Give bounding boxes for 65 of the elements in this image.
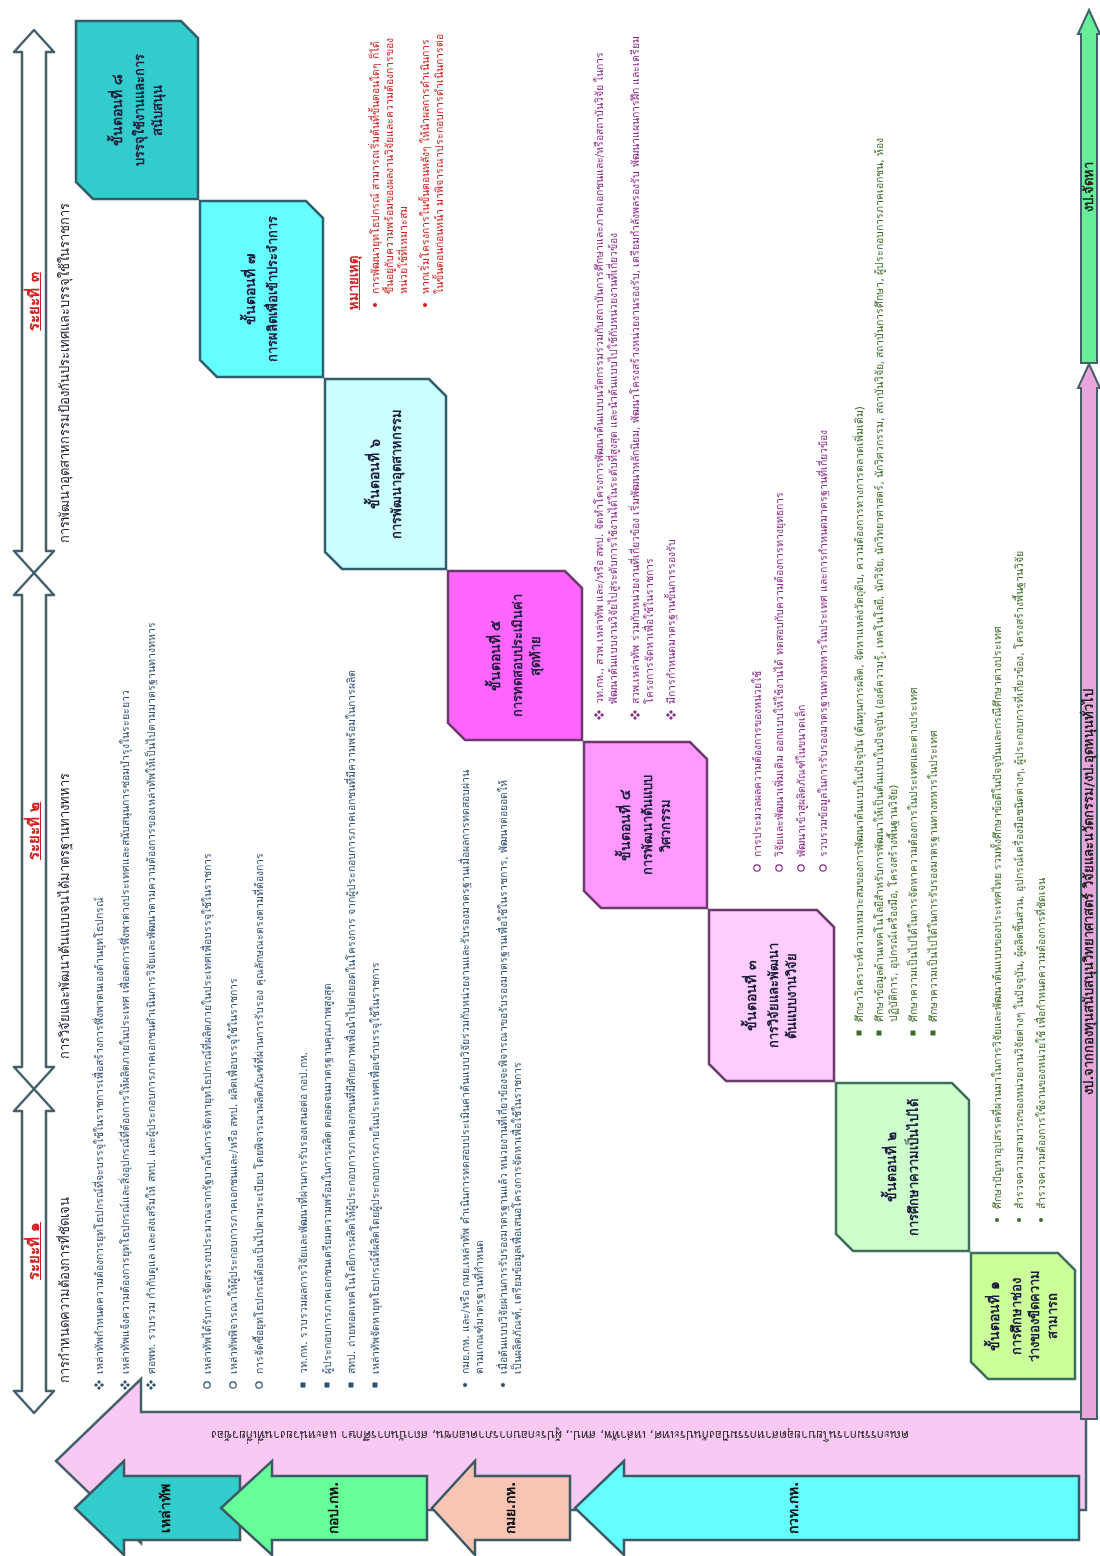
bullet-text: รวบรวมข้อมูลในการรับรองมาตรฐานทางทหารในประเทศ และการกำหนดมาตรฐานที่เกี่ยวข้อง bbox=[816, 429, 830, 857]
agency-banner bbox=[574, 1460, 1079, 1556]
phase-description: การพัฒนาอุตสาหกรรมป้องกันประเทศและบรรจุใช้ในราชการ bbox=[56, 203, 74, 543]
phase-description: การวิจัยและพัฒนาต้นแบบจนได้มาตรฐานทางทหาร bbox=[56, 773, 74, 1059]
arrow-label: กอป.กห. bbox=[324, 1481, 342, 1535]
bullet-text: สำรวจความสามารถของหน่วยงานวิจัยต่างๆ ในปัจจุบัน, ผู้ผลิตชิ้นส่วน, อุปกรณ์เครื่องมือชนิดต่างๆ, ผู้ประกอบการที่เกี่ยวข้อง, โครงสร้างพื้นฐานวิจัย bbox=[1012, 550, 1026, 1209]
arrow-label: งป.จากกองทุนสนับสนุนวิทยาศาสตร์ วิจัยและนวัตกรรม/งป.อุดหนุนทั่วไป bbox=[1080, 689, 1098, 1095]
agency-banner bbox=[220, 1460, 427, 1556]
arrow-label: กมย.กห. bbox=[501, 1481, 519, 1535]
step-title: การผลิตเพื่อเข้าประจำการ bbox=[264, 216, 281, 362]
arrow-label: คณะกรรมการนโยบายอุตสาหกรรมป้องกันประเทศ, เหล่าทัพ, สทป., ผู้ประกอบการภาคเอกชน, สถาบันการศึกษา และหน่วยงานที่เกี่ยวข้อง bbox=[211, 1427, 909, 1443]
step-box bbox=[447, 570, 583, 741]
step-number: ขั้นตอนที่ ๗ bbox=[241, 253, 260, 325]
budget-banner bbox=[1078, 10, 1100, 364]
bullet-text: ศึกษาวิเคราะห์ความเหมาะสมของการพัฒนาต้นแบบในปัจจุบัน (ต้นทุนการผลิต, จัดหาแหล่งวัตถุดิบ, ความต้องการทางการตลาดเพิ่มเติม) bbox=[852, 406, 866, 1022]
step-title: การศึกษาช่องว่างของขีดความสามารถ bbox=[1007, 1269, 1061, 1364]
step-number: ขั้นตอนที่ ๖ bbox=[365, 439, 384, 509]
bullet-text: ศึกษาข้อมูลด้านเทคโนโลยีสำหรับการพัฒนาให้เป็นต้นแบบในปัจจุบัน (องค์ความรู้, เทคโนโลยี, นักวิจัย, นักวิทยาศาสตร์, นักวิศวกรรม, สถาบันวิจัย, สถาบันการศึกษา, ผู้ประกอบการภาคเอกชน, ห้องปฏิบัติการ, อุปกรณ์เครื่องมือ, โครงสร้างพื้นฐานวิจัย) bbox=[872, 138, 900, 1022]
step-box bbox=[708, 909, 835, 1082]
step-box bbox=[835, 1082, 970, 1252]
bullet-text: สวพ.เหล่าทัพ ร่วมกับหน่วยงานที่เกี่ยวข้อง เริ่มพัฒนาหลักนิยม, พัฒนาโครงสร้างหน่วยงานรองรับ, เตรียมกำลังพลรองรับ พัฒนาแผนการฝึก และเตรียมโครงการจัดหาเพื่อใช้ในราชการ bbox=[628, 34, 656, 704]
budget-banner bbox=[1078, 364, 1100, 1420]
step-number: ขั้นตอนที่ ๑ bbox=[984, 1281, 1003, 1351]
bullet-text: กมย.กห. และ/หรือ กมย.เหล่าทัพ ดำเนินการทดสอบประเมินค่าต้นแบบวิจัยร่วมกับหน่วยงานและรับรองมาตรฐานเมื่อผลการทดสอบผ่านตามเกณฑ์มาตรฐานที่กำหนด bbox=[458, 770, 486, 1374]
bullet-text: มีการกำหนดมาตรฐานขั้นการรองรับ bbox=[664, 539, 678, 704]
step-title: บรรจุใช้งานและการสนับสนุน bbox=[130, 53, 167, 168]
phase-label: ระยะที่ ๑ bbox=[24, 1221, 44, 1281]
arrow-label: งป.จัดหา bbox=[1080, 161, 1097, 213]
bullet-text: ศึกษาความเป็นไปได้ในการรับรองมาตรฐานทางทหารในประเทศ bbox=[926, 730, 940, 1022]
step-number: ขั้นตอนที่ ๔ bbox=[616, 789, 635, 861]
arrow-label: เหล่าทัพ bbox=[156, 1483, 174, 1533]
note-heading: หมายเหตุ bbox=[345, 256, 362, 310]
phase-banner bbox=[14, 30, 76, 573]
step-number: ขั้นตอนที่ ๓ bbox=[742, 960, 761, 1031]
step-number: ขั้นตอนที่ ๒ bbox=[882, 1132, 901, 1202]
phase-banner bbox=[14, 573, 76, 1089]
bullet-text: การพัฒนายุทโธปกรณ์ สามารถเริ่มต้นที่ขั้นตอนใดๆ ก็ได้ ขึ้นอยู่กับความพร้อมของผลงานวิจัยและความต้องการของหน่วยใช้ที่เหมาะสม bbox=[368, 37, 410, 294]
agency-banner bbox=[74, 1460, 240, 1556]
bullet-text: วิจัยและพัฒนาเพิ่มเติม ออกแบบให้ใช้งานได้ ทดสอบกับความต้องการทางยุทธการ bbox=[772, 492, 786, 857]
bullet-text: สำรวจความต้องการใช้งานของหน่วยใช้ เพื่อกำหนดความต้องการที่ชัดเจน bbox=[1034, 877, 1048, 1209]
phase-description: การกำหนดความต้องการที่ชัดเจน bbox=[56, 1197, 73, 1383]
step-box bbox=[583, 741, 708, 909]
bullet-text: เมื่อต้นแบบวิจัยผ่านการรับรองมาตรฐานแล้ว หน่วยงานที่เกี่ยวข้องจะพิจารณาขอรับรองมาตรฐานเพื่อใช้ในราชการ, พัฒนาต่อยอดให้เป็นผลิตภัณฑ์, เตรียมข้อมูลเพื่อเสนอโครงการจัดหาเพื่อใช้ในราชการ bbox=[496, 779, 524, 1374]
bullet-text: หากเริ่มโครงการในขั้นตอนหลังๆ ให้นำผลการดำเนินการในขั้นตอนก่อนหน้า มาพิจารณาประกอบการดำเนินการต่อ bbox=[418, 32, 446, 294]
bullet-text: ศึกษาความเป็นไปได้ในการจัดหาความต้องการในประเทศและต่างประเทศ bbox=[906, 687, 920, 1022]
step-title: การพัฒนาอุตสาหกรรม bbox=[388, 409, 406, 539]
step-title: การพัฒนาต้นแบบวิศวกรรม bbox=[639, 774, 674, 877]
bullet-text: วท.กห., สวพ.เหล่าทัพ และ/หรือ สทป. จัดทำโครงการพัฒนาต้นแบบนวัตกรรมร่วมกับสถาบันการศึกษาและภาคเอกชนและ/หรือสถาบันวิจัย ในการพัฒนาต้นแบบงานวิจัยไปสู่ระดับการใช้งานได้ในระดับที่สูงสุด และนำต้นแบบไปใช้กับหน่วยงานที่เกี่ยวข้อง bbox=[592, 50, 620, 704]
step-number: ขั้นตอนที่ ๕ bbox=[485, 619, 504, 692]
bullet-text: วท.กห. รวบรวมผลการวิจัยและพัฒนาที่ผ่านการรับรองเสนอต่อ กอป.กห. bbox=[296, 1051, 310, 1374]
phase-label: ระยะที่ ๒ bbox=[24, 801, 44, 861]
step-title: การทดสอบประเมินค่าสุดท้าย bbox=[508, 593, 545, 719]
bullet-text: การประมวลผลความต้องการของหน่วยใช้ bbox=[750, 671, 764, 857]
step-box bbox=[199, 200, 324, 378]
phase-label: ระยะที่ ๓ bbox=[24, 272, 44, 331]
bullet-text: พัฒนาเข้าสู่ผลิตภัณฑ์ในขนาดเล็ก bbox=[794, 705, 808, 857]
arrow-label: กวท.กห. bbox=[784, 1481, 802, 1535]
step-number: ขั้นตอนที่ ๘ bbox=[107, 74, 126, 146]
step-title: การวิจัยและพัฒนาต้นแบบงานวิจัย bbox=[765, 942, 800, 1050]
step-box bbox=[75, 20, 199, 200]
agency-banner bbox=[431, 1460, 570, 1556]
step-box bbox=[324, 378, 447, 570]
step-title: การศึกษาความเป็นไปได้ bbox=[905, 1098, 922, 1236]
step-box bbox=[970, 1252, 1076, 1380]
bullet-text: ศึกษาปัญหาอุปสรรคที่ผ่านมาในการวิจัยและพัฒนาต้นแบบของประเทศไทย รวมทั้งศึกษาข้อดีในปัจจุบันและกรณีศึกษาต่างประเทศ bbox=[990, 625, 1004, 1209]
